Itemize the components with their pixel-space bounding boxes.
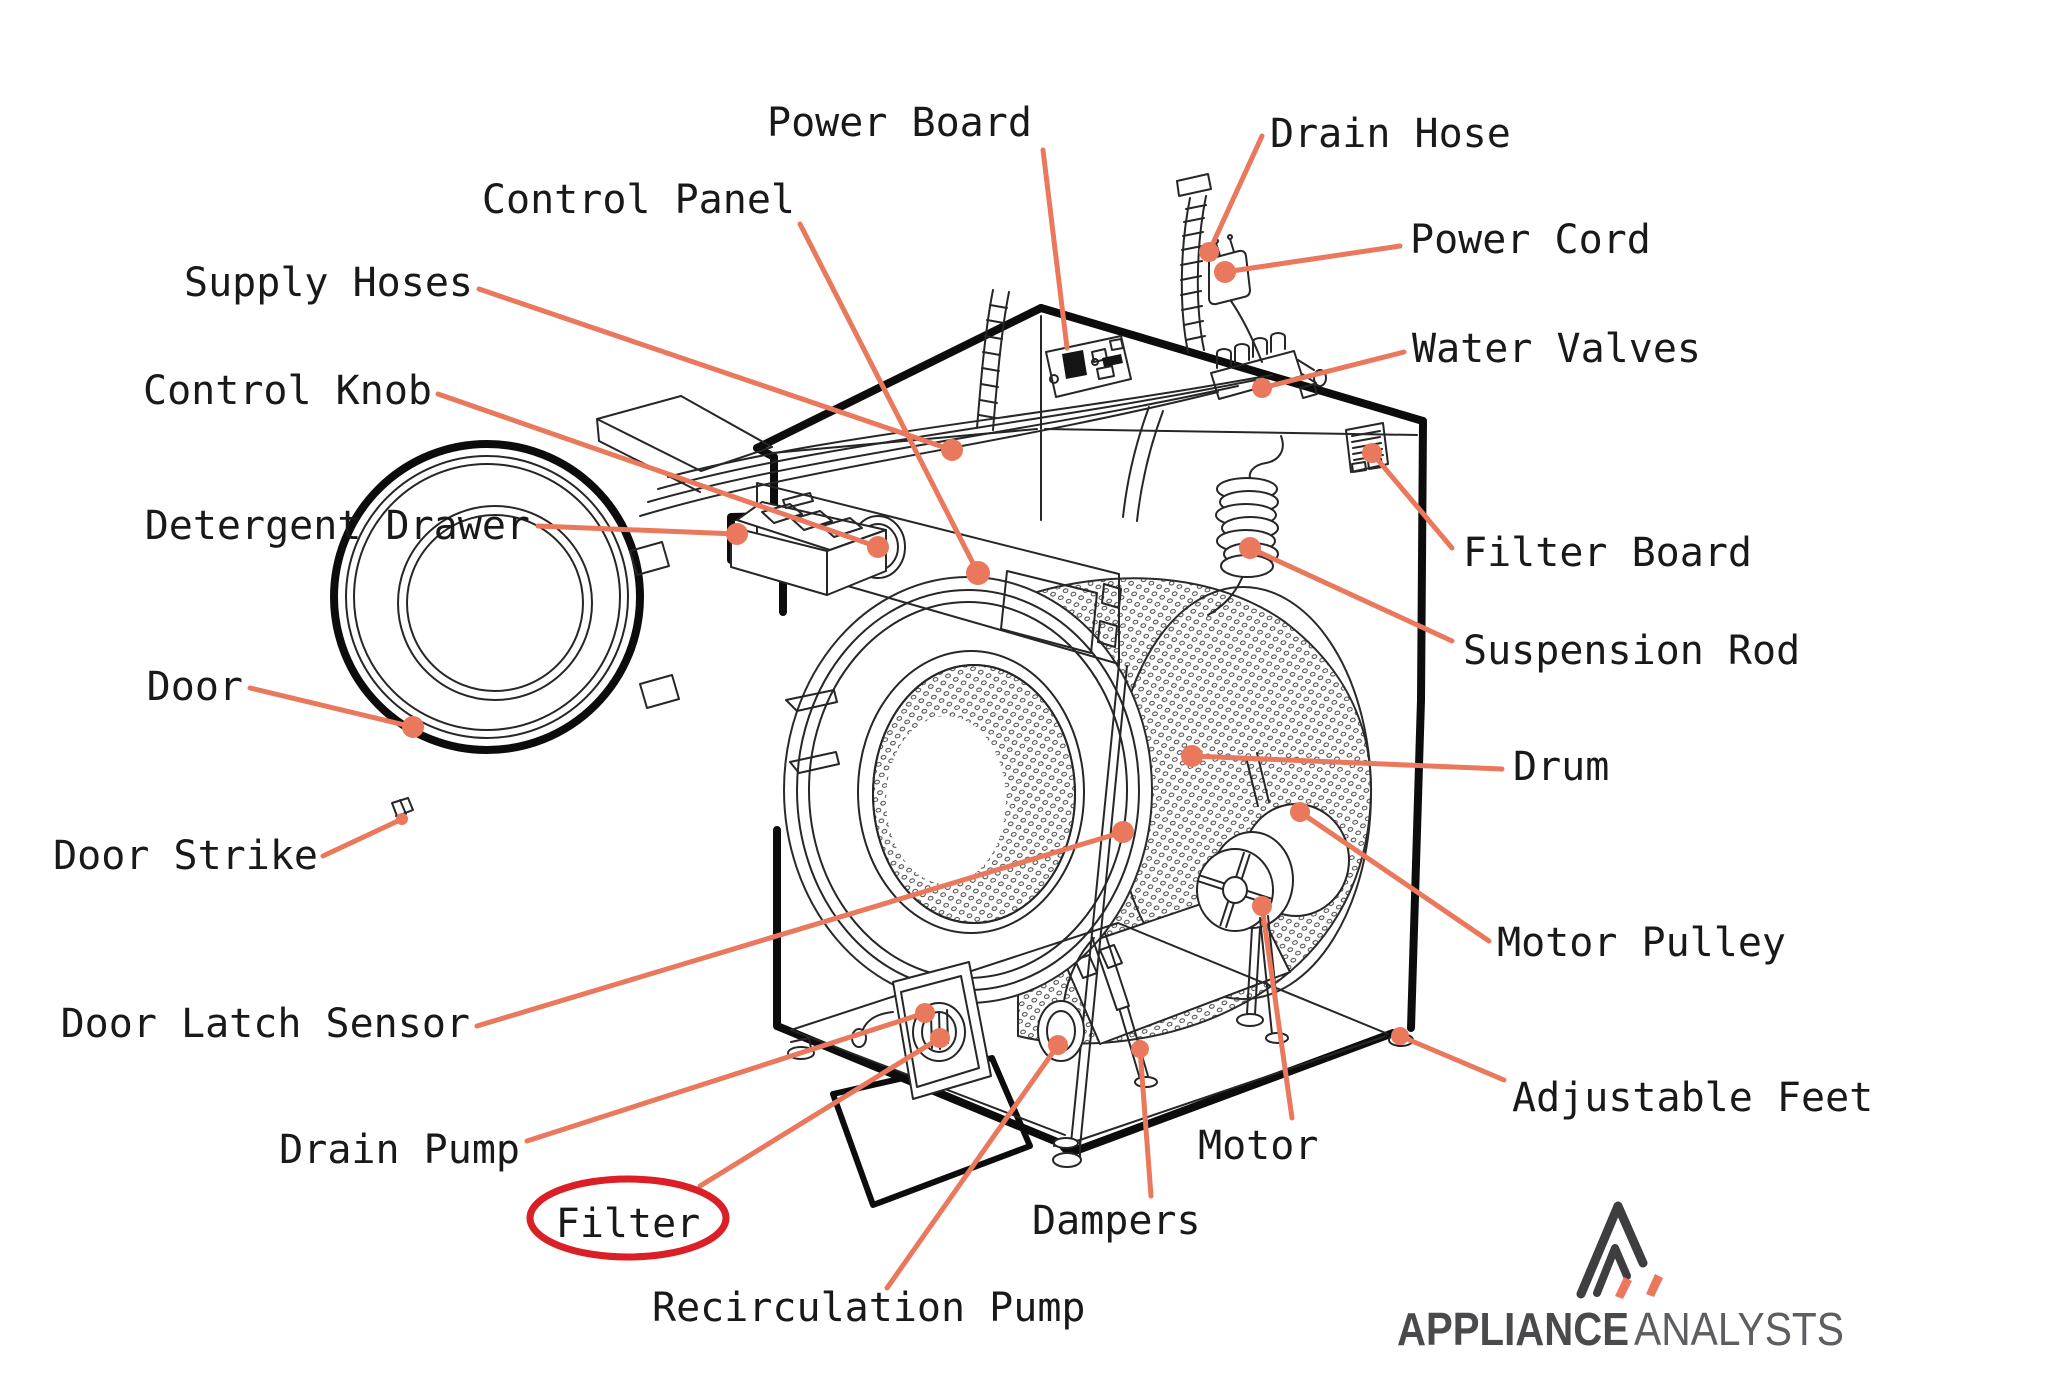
dot-supply-hoses: [941, 439, 963, 461]
label-recirculation-pump: Recirculation Pump: [652, 1285, 1085, 1331]
dot-motor-pulley: [1290, 802, 1310, 822]
label-water-valves: Water Valves: [1412, 326, 1701, 372]
leader-filter-board: [1369, 450, 1455, 551]
leader-water-valves: [1259, 349, 1407, 391]
leader-drain-hose: [1206, 133, 1265, 255]
dot-drain-pump: [915, 1003, 935, 1023]
dot-dampers: [1131, 1040, 1149, 1058]
leader-control-knob: [435, 391, 881, 550]
label-dampers: Dampers: [1032, 1198, 1201, 1244]
leader-door-latch-sensor: [474, 829, 1126, 1029]
dot-water-valves: [1252, 378, 1272, 398]
dot-detergent-drawer: [726, 523, 748, 545]
leader-power-cord: [1222, 243, 1403, 275]
door-ring: [330, 440, 644, 754]
leader-drum: [1189, 753, 1505, 772]
label-control-panel: Control Panel: [482, 177, 795, 223]
dot-door: [402, 716, 424, 738]
leader-control-panel: [797, 221, 981, 576]
leader-filter: [697, 1035, 943, 1189]
logo-triangle-icon: [1576, 1201, 1648, 1299]
label-detergent-drawer: Detergent Drawer: [145, 503, 530, 549]
label-door-strike: Door Strike: [53, 833, 318, 879]
dot-recirculation-pump: [1048, 1035, 1068, 1055]
dot-door-latch-sensor: [1112, 821, 1134, 843]
dot-suspension-rod: [1239, 537, 1261, 559]
leader-adjustable-feet: [1397, 1033, 1507, 1083]
suspension-rod-shape: [1207, 435, 1284, 616]
logo-accent-diamonds: [1615, 1274, 1663, 1299]
label-drain-pump: Drain Pump: [279, 1127, 520, 1173]
leader-detergent-drawer: [535, 523, 740, 537]
logo-brand-bold: APPLIANCE: [1397, 1303, 1629, 1355]
dot-drum: [1181, 745, 1203, 767]
drain-hose-shape: [1176, 173, 1212, 353]
leader-motor-pulley: [1297, 809, 1492, 944]
label-control-knob: Control Knob: [143, 368, 432, 414]
label-drain-hose: Drain Hose: [1270, 111, 1511, 157]
leader-door-strike: [320, 816, 405, 859]
leader-lines: [247, 133, 1507, 1291]
dot-control-panel: [966, 561, 990, 585]
label-drum: Drum: [1513, 744, 1609, 790]
adjustable-feet-shape: [787, 1033, 1414, 1168]
dot-drain-hose: [1199, 242, 1219, 262]
door-hinge: [629, 541, 680, 709]
leader-dampers: [1137, 1046, 1154, 1199]
dot-filter: [930, 1028, 950, 1048]
label-door: Door: [147, 664, 243, 710]
appliance-analysts-logo: APPLIANCE ANALYSTS: [1397, 1201, 1844, 1355]
filter-board-shape: [1345, 422, 1389, 473]
leader-drain-pump: [524, 1010, 928, 1144]
logo-brand-light: ANALYSTS: [1634, 1303, 1844, 1355]
dot-filter-board: [1362, 443, 1382, 463]
dot-control-knob: [867, 536, 889, 558]
label-power-board: Power Board: [767, 100, 1032, 146]
label-motor-pulley: Motor Pulley: [1497, 920, 1786, 966]
label-suspension-rod: Suspension Rod: [1463, 628, 1800, 674]
leader-supply-hoses: [476, 286, 955, 453]
label-supply-hoses: Supply Hoses: [184, 260, 473, 306]
label-filter-board: Filter Board: [1463, 530, 1752, 576]
leader-motor: [1259, 903, 1295, 1121]
label-power-cord: Power Cord: [1410, 217, 1651, 263]
leader-suspension-rod: [1247, 545, 1455, 644]
label-door-latch-sensor: Door Latch Sensor: [61, 1001, 470, 1047]
dot-adjustable-feet: [1391, 1027, 1409, 1045]
label-adjustable-feet: Adjustable Feet: [1512, 1075, 1873, 1121]
washer-illustration: [330, 173, 1427, 1208]
leader-recirculation-pump: [884, 1042, 1061, 1291]
filter-highlight-ellipse: [526, 1175, 730, 1261]
leader-power-board: [1040, 147, 1070, 351]
label-motor: Motor: [1198, 1123, 1318, 1169]
power-board-pcb: [1045, 335, 1132, 398]
label-filter: Filter: [556, 1201, 701, 1247]
display-panel: [1000, 570, 1098, 654]
supply-hoses-shape: [639, 374, 1273, 517]
power-cord-shape: [1208, 234, 1263, 363]
leader-door: [247, 685, 416, 730]
dot-motor: [1252, 896, 1272, 916]
dot-door-strike: [396, 813, 408, 825]
dot-power-cord: [1214, 261, 1236, 283]
